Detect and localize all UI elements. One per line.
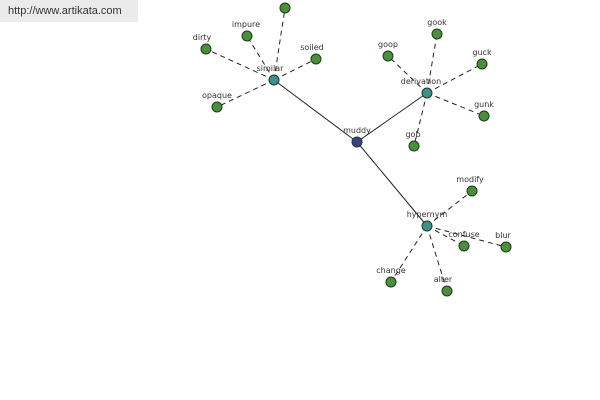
- edge-derivation-guck: [426, 63, 483, 94]
- edge-hypernym-alter: [426, 225, 448, 292]
- node-blur-dot[interactable]: [500, 241, 512, 253]
- node-change[interactable]: change: [376, 266, 406, 288]
- node-modify-label: modify: [456, 175, 484, 184]
- node-guck-dot[interactable]: [476, 58, 488, 70]
- node-modify[interactable]: modify: [456, 175, 484, 197]
- node-dirty-label: dirty: [193, 33, 212, 42]
- edge-derivation-goop: [387, 55, 428, 94]
- node-goop-dot[interactable]: [382, 50, 394, 62]
- node-confuse-dot[interactable]: [458, 240, 470, 252]
- node-gook-dot[interactable]: [431, 28, 443, 40]
- edge-derivation-gunk: [426, 92, 485, 117]
- node-goop[interactable]: goop: [378, 40, 398, 62]
- node-derivation[interactable]: derivation: [401, 77, 441, 99]
- node-alter-label: alter: [434, 275, 453, 284]
- node-muddy-dot[interactable]: [351, 136, 363, 148]
- node-confuse[interactable]: confuse: [448, 230, 480, 252]
- node-alter-dot[interactable]: [441, 285, 453, 297]
- node-gook[interactable]: gook: [427, 18, 447, 40]
- node-gunk-dot[interactable]: [478, 110, 490, 122]
- node-muddy-label: muddy: [343, 126, 371, 135]
- edge-similar-dirty: [205, 48, 275, 81]
- watermark-url[interactable]: http://www.artikata.com: [0, 0, 138, 22]
- node-dirty[interactable]: dirty: [193, 33, 212, 55]
- node-opaque[interactable]: opaque: [202, 91, 232, 113]
- node-change-label: change: [376, 266, 406, 275]
- node-confuse-label: confuse: [448, 230, 479, 239]
- node-similar-dot[interactable]: [268, 74, 280, 86]
- edge-hypernym-modify: [426, 190, 473, 227]
- node-soiled[interactable]: soiled: [300, 43, 324, 65]
- node-guck[interactable]: guck: [472, 48, 492, 70]
- node-hypernym-label: hypernym: [407, 210, 448, 219]
- edge-similar-unlabeled: [273, 7, 286, 81]
- edge-derivation-gook: [426, 33, 438, 94]
- node-similar[interactable]: similar: [257, 64, 285, 86]
- node-unlabeled[interactable]: [279, 2, 291, 14]
- edge-muddy-derivation: [356, 92, 428, 143]
- edge-similar-opaque: [216, 79, 275, 108]
- node-gook-label: gook: [427, 18, 447, 27]
- node-modify-dot[interactable]: [466, 185, 478, 197]
- node-gunk-label: gunk: [474, 100, 494, 109]
- node-muddy[interactable]: muddy: [343, 126, 371, 148]
- edge-hypernym-confuse: [426, 225, 465, 247]
- edge-muddy-similar: [273, 79, 358, 143]
- edge-similar-impure: [246, 35, 275, 81]
- node-opaque-dot[interactable]: [211, 101, 223, 113]
- node-blur-label: blur: [495, 231, 511, 240]
- node-blur[interactable]: blur: [495, 231, 512, 253]
- graph-edges: [205, 7, 507, 292]
- node-impure-label: impure: [232, 20, 260, 29]
- node-impure[interactable]: impure: [232, 20, 260, 42]
- node-hypernym-dot[interactable]: [421, 220, 433, 232]
- node-change-dot[interactable]: [385, 276, 397, 288]
- edge-similar-soiled: [273, 58, 317, 81]
- node-gunk[interactable]: gunk: [474, 100, 494, 122]
- node-derivation-label: derivation: [401, 77, 441, 86]
- edge-hypernym-blur: [426, 225, 507, 248]
- edge-muddy-hypernym: [356, 141, 428, 227]
- node-alter[interactable]: alter: [434, 275, 453, 297]
- node-goop-label: goop: [378, 40, 398, 49]
- node-gob-dot[interactable]: [408, 140, 420, 152]
- node-guck-label: guck: [472, 48, 492, 57]
- node-hypernym[interactable]: hypernym: [407, 210, 448, 232]
- graph-nodes: impure dirty soiled opaque gook goop guck gunk g…: [193, 2, 512, 297]
- node-soiled-dot[interactable]: [310, 53, 322, 65]
- edge-derivation-gob: [413, 92, 428, 147]
- node-unlabeled-dot[interactable]: [279, 2, 291, 14]
- node-impure-dot[interactable]: [241, 30, 253, 42]
- node-soiled-label: soiled: [300, 43, 324, 52]
- node-gob[interactable]: gob: [405, 130, 421, 152]
- node-gob-label: gob: [405, 130, 420, 139]
- node-opaque-label: opaque: [202, 91, 232, 100]
- node-derivation-dot[interactable]: [421, 87, 433, 99]
- node-similar-label: similar: [257, 64, 285, 73]
- node-dirty-dot[interactable]: [200, 43, 212, 55]
- edge-hypernym-change: [390, 225, 428, 283]
